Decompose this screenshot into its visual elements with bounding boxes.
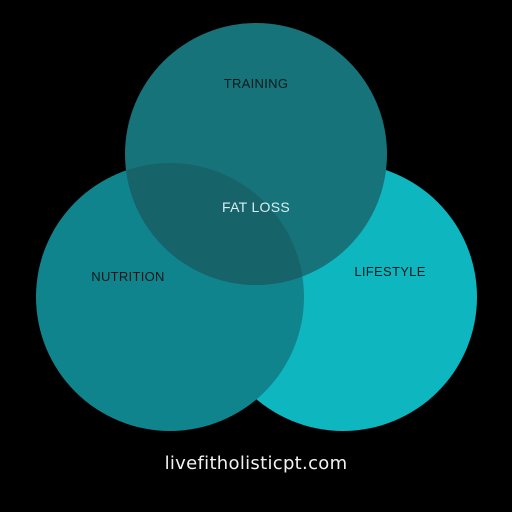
center-overlap-region xyxy=(125,163,304,285)
lifestyle-label: LIFESTYLE xyxy=(354,264,425,279)
website-url: livefitholisticpt.com xyxy=(164,453,348,474)
nutrition-label: NUTRITION xyxy=(91,269,164,284)
training-label: TRAINING xyxy=(224,76,289,91)
fat-loss-label: FAT LOSS xyxy=(222,199,290,215)
